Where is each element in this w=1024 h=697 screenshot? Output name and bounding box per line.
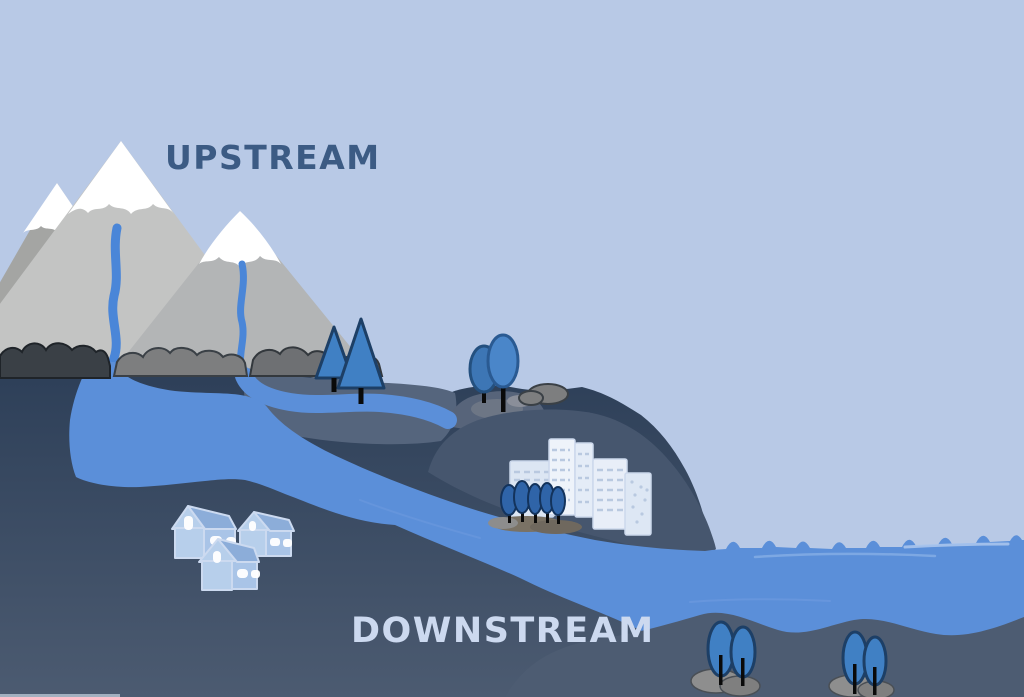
- tree-trunk: [546, 507, 549, 523]
- plateau-rock-small: [518, 390, 544, 406]
- window-dot: [645, 488, 649, 492]
- river-and-sea: [69, 362, 1024, 676]
- city-building: [574, 442, 594, 518]
- tree-trunk: [719, 655, 723, 685]
- window-dot: [631, 505, 635, 509]
- tree-trunk: [331, 378, 337, 392]
- tree-trunk: [557, 510, 560, 524]
- tree-trunk: [501, 380, 506, 412]
- rock-cluster-light: [112, 347, 249, 377]
- river-ripple: [359, 499, 481, 539]
- window-dot: [635, 520, 639, 524]
- window-dot: [630, 480, 634, 484]
- tributary-stream: [235, 367, 457, 429]
- village-house: [198, 538, 260, 591]
- house-window: [249, 521, 256, 531]
- sea-foam-line: [903, 542, 1010, 549]
- bush-cluster: [0, 342, 111, 379]
- window-dot: [633, 493, 637, 497]
- house-window: [251, 570, 260, 578]
- house-roof: [187, 505, 237, 530]
- mountains: [0, 141, 392, 398]
- building-speckles: [630, 480, 649, 524]
- shore-tree-clump-left: [690, 620, 761, 697]
- window-dot: [640, 512, 644, 516]
- snow-cap-right: [199, 211, 281, 267]
- tree-trunk: [741, 658, 745, 686]
- city-rock: [488, 517, 518, 529]
- building-windows: [578, 452, 590, 504]
- downstream-label: DOWNSTREAM: [351, 611, 655, 651]
- snow-cap-large: [68, 141, 174, 214]
- sea-ripple: [689, 598, 831, 603]
- river: [69, 362, 1024, 676]
- city: [488, 438, 652, 536]
- city-tree: [550, 486, 566, 516]
- foothill-vegetation: [0, 342, 569, 406]
- round-trees: [468, 333, 520, 412]
- bottom-edge-highlight: [0, 694, 120, 697]
- pine-trees: [314, 317, 386, 404]
- mountain-stream-right: [236, 260, 247, 376]
- house-window: [213, 551, 221, 563]
- house-roof: [253, 511, 295, 532]
- building-windows: [597, 468, 623, 512]
- shore-tree-clump-right: [828, 630, 895, 697]
- sea-highlight: [753, 552, 937, 559]
- house-front-wall: [174, 527, 205, 559]
- house-window: [184, 516, 193, 530]
- city-trees: [500, 480, 566, 524]
- house-window: [270, 538, 280, 546]
- house-window: [237, 569, 248, 578]
- shore-rock: [719, 675, 761, 697]
- house-front-wall: [201, 560, 233, 591]
- tree-trunk: [534, 508, 537, 523]
- tree-trunk: [358, 388, 364, 404]
- round-tree: [486, 333, 520, 389]
- window-dot: [639, 485, 643, 489]
- tree-trunk: [873, 667, 877, 695]
- tree-trunk: [521, 506, 524, 522]
- city-tree-mound: [530, 520, 582, 534]
- upstream-label: UPSTREAM: [165, 138, 381, 177]
- city-building: [624, 472, 652, 536]
- village: [171, 505, 295, 591]
- house-roof: [217, 538, 260, 563]
- window-dot: [643, 498, 647, 502]
- mountain-stream-left: [108, 223, 122, 377]
- tree-trunk: [853, 664, 857, 694]
- house-window: [283, 539, 292, 547]
- shore-bank: [505, 612, 1024, 697]
